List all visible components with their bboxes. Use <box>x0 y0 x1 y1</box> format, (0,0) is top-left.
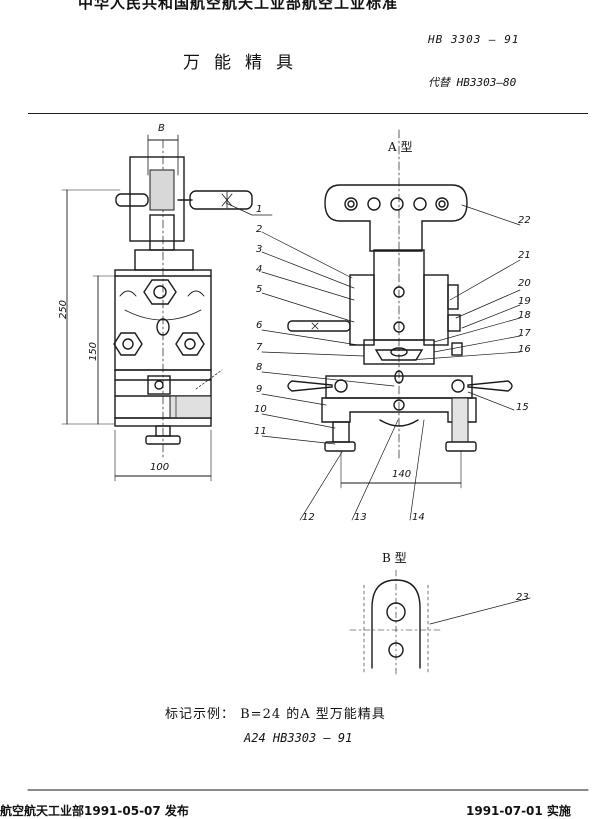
marking-example-line2: A24 HB3303 — 91 <box>244 731 353 745</box>
callout-21: 21 <box>518 250 531 261</box>
callout-2: 2 <box>256 224 263 235</box>
right-view-type-a <box>287 129 513 489</box>
callout-1: 1 <box>256 204 263 215</box>
callout-23: 23 <box>516 592 529 603</box>
header-divider <box>28 113 588 114</box>
callout-11: 11 <box>254 426 267 437</box>
callout-14: 14 <box>412 512 425 523</box>
dim-100: 100 <box>150 462 170 473</box>
callout-9: 9 <box>256 384 263 395</box>
view-label-type-b: B 型 <box>382 551 407 565</box>
leader-lines <box>195 202 521 521</box>
document-title: 万能精具 <box>183 53 307 73</box>
dim-150: 150 <box>88 341 100 362</box>
dim-b: B <box>158 123 165 134</box>
callout-12: 12 <box>302 512 315 523</box>
left-view <box>61 134 253 482</box>
callout-16: 16 <box>518 344 531 355</box>
callout-6: 6 <box>256 320 263 331</box>
callout-15: 15 <box>516 402 529 413</box>
callout-10: 10 <box>254 404 267 415</box>
callout-22: 22 <box>518 215 531 226</box>
marking-example-line1: 标记示例： B=24 的A 型万能精具 <box>165 707 386 722</box>
dim-140: 140 <box>392 469 412 480</box>
callout-8: 8 <box>256 362 263 373</box>
callout-17: 17 <box>518 328 531 339</box>
view-type-b <box>349 569 531 675</box>
callout-7: 7 <box>256 342 263 353</box>
effective-date: 1991-07-01 实施 <box>466 804 571 818</box>
replaces-note: 代替 HB3303—80 <box>428 76 517 89</box>
callout-19: 19 <box>518 296 531 307</box>
standard-number: HB 3303 — 91 <box>428 33 520 46</box>
callout-20: 20 <box>518 278 531 289</box>
issue-date: 航空航天工业部1991-05-07 发布 <box>0 804 189 818</box>
callout-18: 18 <box>518 310 531 321</box>
view-label-type-a: A 型 <box>388 140 413 154</box>
callout-3: 3 <box>256 244 263 255</box>
callout-4: 4 <box>256 264 263 275</box>
dim-250: 250 <box>58 299 70 320</box>
callout-5: 5 <box>256 284 263 295</box>
standard-header: 中华人民共和国航空航天工业部航空工业标准 <box>78 0 399 12</box>
callout-13: 13 <box>354 512 367 523</box>
